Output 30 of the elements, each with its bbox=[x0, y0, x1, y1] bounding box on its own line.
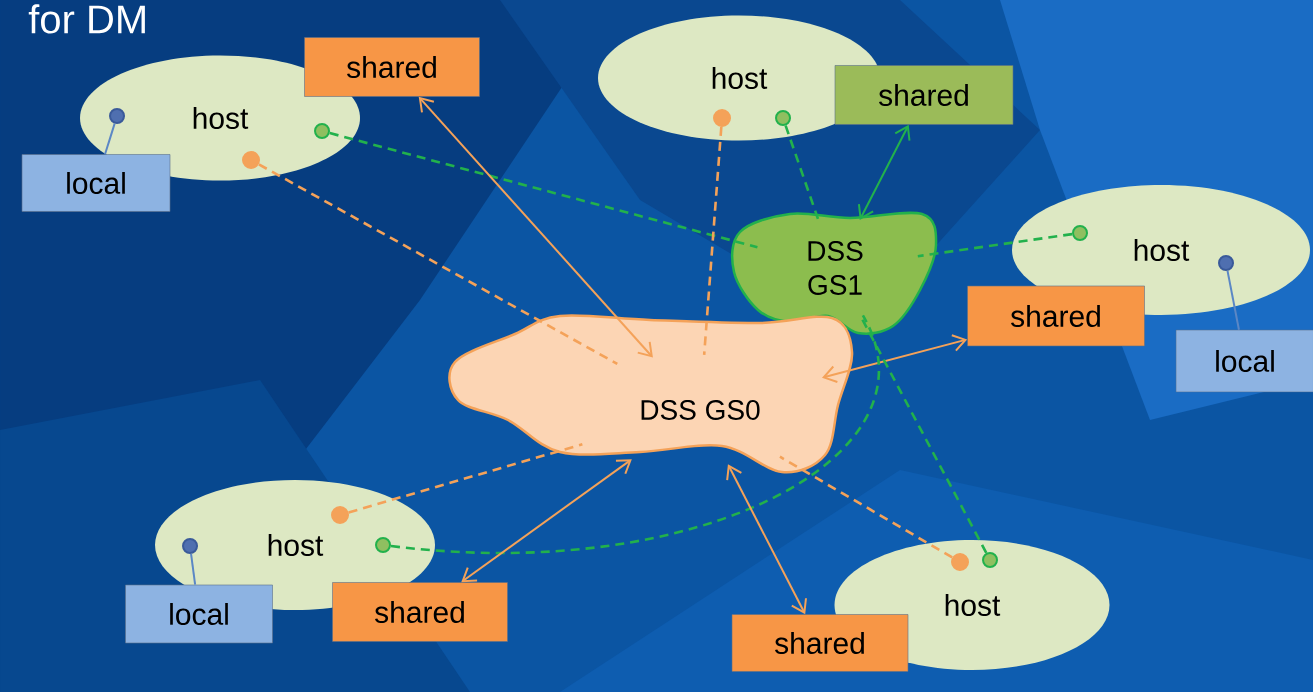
dashed-line bbox=[348, 443, 583, 514]
label-box: shared bbox=[304, 37, 480, 97]
label-box: shared bbox=[967, 285, 1145, 347]
dashed-line bbox=[917, 232, 1073, 258]
leader-line bbox=[1226, 269, 1240, 331]
dashed-line bbox=[779, 455, 953, 559]
arrow bbox=[726, 464, 807, 615]
leader-line bbox=[190, 552, 197, 586]
dashed-line bbox=[784, 125, 820, 220]
heading-text: for DM bbox=[28, 4, 145, 34]
label-box: local bbox=[125, 584, 273, 644]
arrow bbox=[822, 334, 968, 383]
dashed-line bbox=[390, 314, 880, 554]
label-box: local bbox=[1175, 329, 1313, 393]
port-dot bbox=[314, 123, 330, 139]
port-dot bbox=[109, 108, 125, 124]
label-box: shared bbox=[731, 614, 909, 672]
leader-line bbox=[104, 122, 116, 156]
label-box: shared bbox=[834, 65, 1014, 125]
arrow bbox=[461, 459, 632, 583]
port-dot bbox=[242, 151, 260, 169]
dashed-line bbox=[329, 131, 758, 249]
label-box: local bbox=[21, 154, 171, 212]
port-dot bbox=[713, 109, 731, 127]
label-box: shared bbox=[332, 582, 508, 642]
arrow bbox=[418, 96, 653, 358]
arrow bbox=[857, 124, 911, 220]
dashed-line bbox=[702, 126, 723, 355]
port-dot bbox=[1218, 255, 1234, 271]
dashed-line bbox=[258, 163, 618, 366]
